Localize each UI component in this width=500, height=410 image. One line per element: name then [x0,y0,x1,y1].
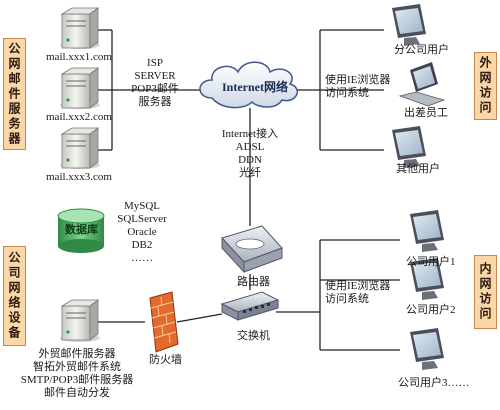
external-user-travel: 出差员工 [404,107,448,119]
mail-server-icon-1 [60,7,100,49]
desktop-monitor-icon-branch [392,4,426,46]
isp-line-2: SERVER [134,70,176,82]
router-label: 路由器 [237,276,270,288]
desktop-monitor-icon-user3 [410,328,444,370]
mail-server-name-1: mail.xxx1.com [46,51,112,63]
company-server-line-4: 邮件自动分发 [44,387,110,399]
external-access-line-1: 使用IE浏览器 [325,74,391,86]
side-label-public-mail: 公网邮件服务器 [3,38,26,150]
desktop-monitor-icon-other [392,126,426,168]
internal-access-line-1: 使用IE浏览器 [325,280,391,292]
mail-server-icon-2 [60,67,100,109]
isp-server-label: ISP SERVER POP3邮件 服务器 [115,57,195,109]
internet-access-line-1: Internet接入 [221,128,279,140]
side-label-company-network: 公司网络设备 [3,246,26,346]
internal-user-3: 公司用户3…… [398,377,470,389]
internet-access-line-3: DDN [238,154,262,166]
database-type-3: Oracle [127,226,157,238]
isp-line-4: 服务器 [138,96,172,108]
side-label-external-access: 外网访问 [474,52,497,120]
database-type-2: SQLServer [117,213,167,225]
database-type-1: MySQL [123,200,161,212]
laptop-icon-travel [398,62,446,107]
connector-lines [98,29,400,351]
desktop-monitor-icon-user2 [410,258,444,300]
internet-cloud-label: Internet网络 [222,80,288,94]
side-label-company-network-text: 公司网络设备 [7,251,21,341]
internet-cloud-icon [199,61,299,109]
database-icon [57,208,105,253]
side-label-public-mail-text: 公网邮件服务器 [7,41,21,147]
internet-access-types: Internet接入 ADSL DDN 光纤 [205,128,295,180]
side-label-internal-access: 内网访问 [474,255,497,329]
mail-server-icon-3 [60,127,100,169]
internet-access-line-4: 光纤 [239,167,261,179]
internal-user-1: 公司用户1 [406,256,456,268]
database-type-4: DB2 [131,239,153,251]
company-server-description: 外贸邮件服务器 智拓外贸邮件系统 SMTP/POP3邮件服务器 邮件自动分发 [2,348,152,400]
internal-user-2: 公司用户2 [406,304,456,316]
external-access-note: 使用IE浏览器 访问系统 [325,74,395,100]
internal-access-line-2: 访问系统 [325,293,369,305]
switch-icon [220,291,280,321]
mail-server-name-2: mail.xxx2.com [46,111,112,123]
database-types: MySQL SQLServer Oracle DB2 …… [112,200,172,265]
router-icon [221,225,283,274]
switch-label: 交换机 [237,330,270,342]
firewall-label: 防火墙 [149,354,182,366]
isp-line-3: POP3邮件 [131,83,179,95]
database-label: 数据库 [65,224,98,236]
internal-access-note: 使用IE浏览器 访问系统 [325,280,395,306]
external-user-other: 其他用户 [396,163,440,175]
company-server-line-3: SMTP/POP3邮件服务器 [20,374,134,386]
external-user-branch: 分公司用户 [394,44,449,56]
firewall-icon [149,291,179,353]
external-access-line-2: 访问系统 [325,87,369,99]
mail-server-name-3: mail.xxx3.com [46,171,112,183]
company-server-line-1: 外贸邮件服务器 [38,348,116,360]
company-server-line-2: 智拓外贸邮件系统 [33,361,121,373]
internet-access-line-2: ADSL [235,141,265,153]
isp-line-1: ISP [147,57,163,69]
company-mail-server-icon [60,299,100,342]
side-label-internal-access-text: 内网访问 [478,262,492,322]
database-type-5: …… [131,252,153,264]
side-label-external-access-text: 外网访问 [478,56,492,116]
desktop-monitor-icon-user1 [410,210,444,252]
